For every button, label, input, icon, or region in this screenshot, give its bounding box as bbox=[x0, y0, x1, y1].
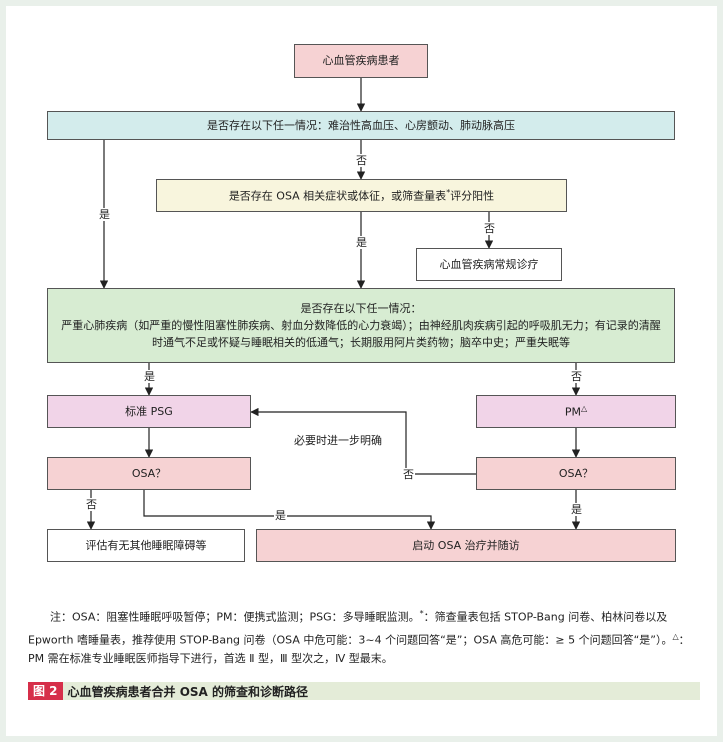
node-osa-left-text: OSA？ bbox=[131, 466, 167, 480]
node-routine-text: 心血管疾病常规诊疗 bbox=[439, 257, 539, 271]
node-assess: 评估有无其他睡眠障碍等 bbox=[47, 529, 245, 562]
figure-caption-text: 心血管疾病患者合并 OSA 的筛查和诊断路径 bbox=[67, 684, 309, 699]
node-q2-text: 是否存在 OSA 相关症状或体征，或筛查量表*评分阳性 bbox=[229, 187, 494, 205]
node-pm-text-main: PM bbox=[564, 405, 581, 419]
node-q3-line3: 时通气不足或怀疑与睡眠相关的低通气；长期服用阿片类药物；脑卒中史；严重失眠等 bbox=[152, 336, 570, 350]
node-routine: 心血管疾病常规诊疗 bbox=[416, 248, 562, 281]
footnote-mark-triangle: △ bbox=[580, 403, 588, 413]
label-q1-no: 否 bbox=[355, 154, 368, 167]
node-treat-text: 启动 OSA 治疗并随访 bbox=[412, 538, 520, 552]
label-osa-left-yes: 是 bbox=[274, 509, 287, 522]
arrow-further-to-psg bbox=[250, 407, 476, 475]
figure-frame: 心血管疾病患者 是否存在以下任一情况：难治性高血压、心房颤动、肺动脉高压 是否存… bbox=[6, 6, 717, 736]
node-osa-right-text: OSA？ bbox=[558, 466, 594, 480]
node-psg: 标准 PSG bbox=[47, 395, 251, 428]
node-q3-line1: 是否存在以下任一情况： bbox=[300, 301, 422, 315]
node-treat: 启动 OSA 治疗并随访 bbox=[256, 529, 676, 562]
arrow-osa-left-to-treat bbox=[143, 490, 436, 530]
node-q2-text-main: 是否存在 OSA 相关症状或体征，或筛查量表 bbox=[228, 189, 447, 203]
label-q2-no: 否 bbox=[483, 222, 496, 235]
label-q2-yes: 是 bbox=[355, 236, 368, 249]
node-osa-right: OSA？ bbox=[476, 457, 676, 490]
node-pm: PM△ bbox=[476, 395, 676, 428]
label-q1-yes: 是 bbox=[98, 208, 111, 221]
note-mark-asterisk: * bbox=[419, 609, 424, 618]
figure-note: 注：OSA：阻塞性睡眠呼吸暂停；PM：便携式监测；PSG：多导睡眠监测。*：筛查… bbox=[28, 604, 700, 668]
node-q1-text: 是否存在以下任一情况：难治性高血压、心房颤动、肺动脉高压 bbox=[207, 118, 515, 132]
label-osa-left-no: 否 bbox=[85, 498, 98, 511]
figure-caption-tag: 图 2 bbox=[28, 682, 63, 700]
node-patient: 心血管疾病患者 bbox=[294, 44, 428, 78]
note-abbreviations: 注：OSA：阻塞性睡眠呼吸暂停；PM：便携式监测；PSG：多导睡眠监测。 bbox=[50, 610, 420, 624]
node-pm-text: PM△ bbox=[565, 403, 587, 421]
note-screening-scales: ：筛查量表包括 STOP-Bang 问卷、柏林问卷以及 Epworth 嗜睡量表… bbox=[28, 610, 673, 647]
note-mark-triangle: △ bbox=[672, 631, 679, 641]
label-further: 必要时进一步明确 bbox=[293, 434, 383, 447]
node-q2-text-tail: 评分阳性 bbox=[450, 189, 495, 203]
note-pm-guidance: ：PM 需在标准专业睡眠医师指导下进行，首选 Ⅱ 型，Ⅲ 型次之，Ⅳ 型最末。 bbox=[28, 633, 690, 666]
node-psg-text: 标准 PSG bbox=[125, 404, 173, 418]
node-patient-text: 心血管疾病患者 bbox=[322, 54, 400, 68]
figure-caption: 图 2 心血管疾病患者合并 OSA 的筛查和诊断路径 bbox=[28, 682, 700, 700]
label-q3-no: 否 bbox=[570, 370, 583, 383]
node-q1: 是否存在以下任一情况：难治性高血压、心房颤动、肺动脉高压 bbox=[47, 111, 675, 140]
label-osa-right-no: 否 bbox=[402, 468, 415, 481]
node-q3-line2: 严重心肺疾病（如严重的慢性阻塞性肺疾病、射血分数降低的心力衰竭）；由神经肌肉疾病… bbox=[61, 318, 661, 332]
footnote-mark-asterisk: * bbox=[446, 187, 451, 197]
node-assess-text: 评估有无其他睡眠障碍等 bbox=[85, 538, 207, 552]
label-osa-right-yes: 是 bbox=[570, 503, 583, 516]
node-q2: 是否存在 OSA 相关症状或体征，或筛查量表*评分阳性 bbox=[156, 179, 567, 212]
node-osa-left: OSA？ bbox=[47, 457, 251, 490]
node-q3: 是否存在以下任一情况： 严重心肺疾病（如严重的慢性阻塞性肺疾病、射血分数降低的心… bbox=[47, 288, 675, 363]
label-q3-yes: 是 bbox=[143, 370, 156, 383]
